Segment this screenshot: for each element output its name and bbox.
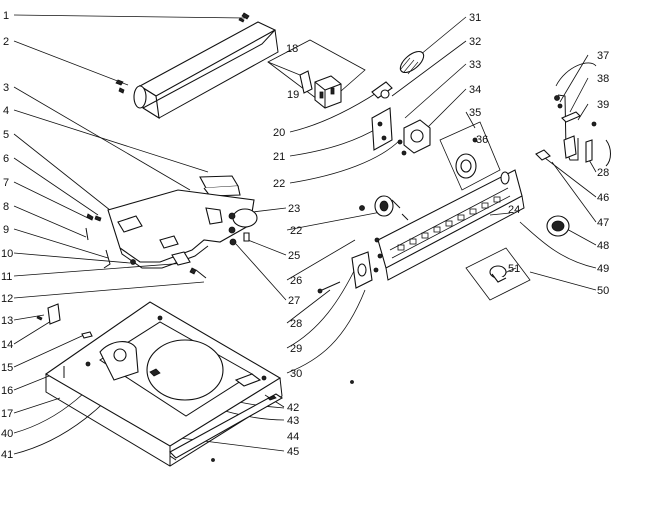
label-12: 12 <box>1 293 13 305</box>
bracket-screw-part <box>317 251 373 294</box>
label-38: 38 <box>597 73 609 85</box>
label-40: 40 <box>1 428 13 440</box>
label-16: 16 <box>1 385 13 397</box>
label-22-lower: 22 <box>290 225 302 237</box>
label-14: 14 <box>1 339 13 351</box>
label-29: 29 <box>290 343 302 355</box>
speck <box>211 458 215 462</box>
label-42: 42 <box>287 402 299 414</box>
label-36: 36 <box>476 134 488 146</box>
speck <box>350 380 354 384</box>
callout-labels: 1 2 3 4 5 6 7 8 9 10 11 12 13 14 15 16 1… <box>1 10 609 461</box>
panel-buttons <box>397 196 501 251</box>
bracket-group <box>267 39 366 109</box>
label-48: 48 <box>597 240 609 252</box>
timer-knob-part <box>359 195 409 221</box>
label-22-upper: 22 <box>273 178 285 190</box>
label-13: 13 <box>1 315 13 327</box>
label-35: 35 <box>469 107 481 119</box>
label-34: 34 <box>469 84 481 96</box>
label-19: 19 <box>287 89 299 101</box>
label-44: 44 <box>287 431 299 443</box>
small-knob-group <box>465 247 531 301</box>
label-4: 4 <box>3 105 9 117</box>
base-frame-part <box>36 301 284 467</box>
label-23: 23 <box>288 203 300 215</box>
label-9: 9 <box>3 224 9 236</box>
label-1: 1 <box>3 10 9 22</box>
label-27: 27 <box>288 295 300 307</box>
label-8: 8 <box>3 201 9 213</box>
label-47: 47 <box>597 217 609 229</box>
label-28-left: 28 <box>290 318 302 330</box>
label-24: 24 <box>508 204 520 216</box>
label-30: 30 <box>290 368 302 380</box>
label-20: 20 <box>273 127 285 139</box>
label-21: 21 <box>273 151 285 163</box>
label-7: 7 <box>3 177 9 189</box>
label-46: 46 <box>597 192 609 204</box>
right-bracket-group <box>535 62 611 237</box>
leader-lines <box>13 14 597 455</box>
label-28-right: 28 <box>597 167 609 179</box>
label-43: 43 <box>287 415 299 427</box>
label-41: 41 <box>1 449 13 461</box>
label-6: 6 <box>3 153 9 165</box>
top-cover-part <box>85 175 258 279</box>
label-50: 50 <box>597 285 609 297</box>
label-11: 11 <box>1 271 12 283</box>
label-33: 33 <box>469 59 481 71</box>
label-5: 5 <box>3 129 9 141</box>
label-2: 2 <box>3 36 9 48</box>
label-3: 3 <box>3 82 9 94</box>
top-rail-part <box>115 12 279 120</box>
label-49: 49 <box>597 263 609 275</box>
label-25: 25 <box>288 250 300 262</box>
label-37: 37 <box>597 50 609 62</box>
label-45: 45 <box>287 446 299 458</box>
label-32: 32 <box>469 36 481 48</box>
label-39: 39 <box>597 99 609 111</box>
label-51: 51 <box>508 263 520 275</box>
label-26: 26 <box>290 275 302 287</box>
label-31: 31 <box>469 12 481 24</box>
label-15: 15 <box>1 362 13 374</box>
label-17: 17 <box>1 408 13 420</box>
control-panel-part <box>373 169 525 281</box>
label-10: 10 <box>1 248 13 260</box>
label-18: 18 <box>286 43 298 55</box>
switch-assembly <box>371 50 431 156</box>
knob-group <box>439 121 501 191</box>
